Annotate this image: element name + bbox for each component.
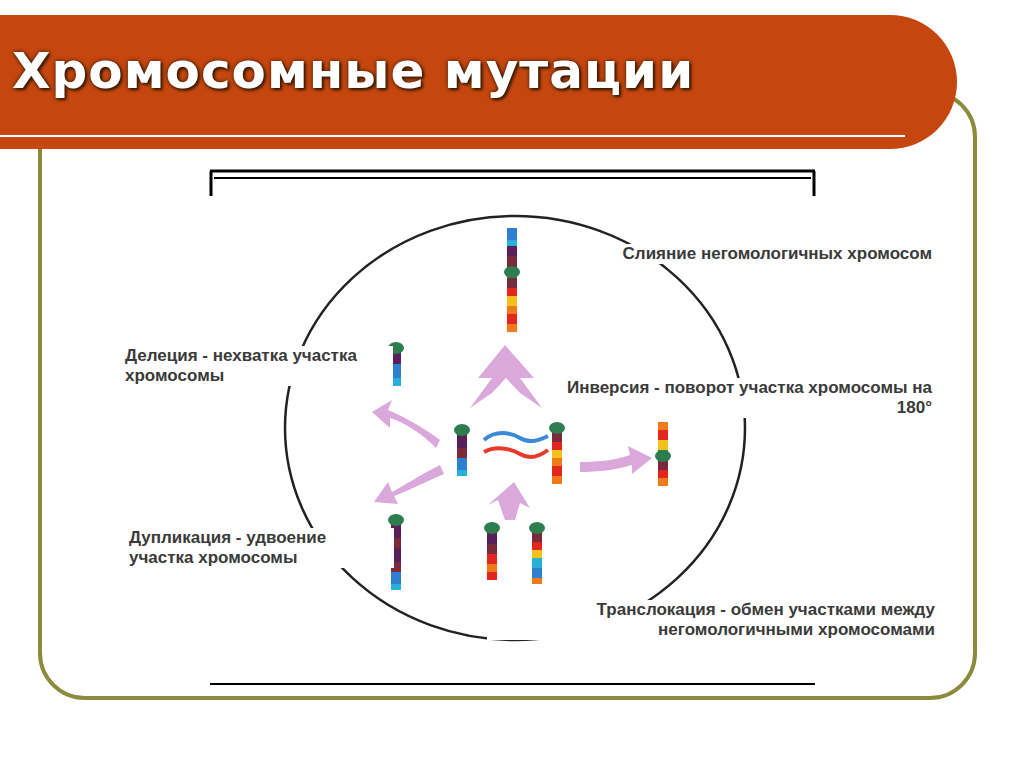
chromosome-band: [487, 544, 497, 554]
chromosome-band: [532, 542, 542, 550]
mutation-label: Делеция - нехватка участка хромосомы: [122, 346, 393, 386]
chromosome-band: [507, 306, 517, 314]
chromosome-band: [391, 584, 401, 590]
chromosome-band: [658, 470, 668, 478]
centromere: [655, 450, 671, 462]
mutation-label: Слияние негомологичных хромосом: [579, 244, 935, 264]
chromosome-band: [552, 476, 562, 484]
chromosome-band: [507, 240, 517, 246]
frame-line: [813, 171, 816, 196]
arrow-duplication: [374, 465, 444, 504]
chromosome-band: [487, 564, 497, 572]
mutation-label: Инверсия - поворот участка хромосомы на …: [561, 378, 935, 418]
chromosome-band: [658, 478, 668, 486]
chromosome-band: [552, 458, 562, 466]
chromosome-band: [457, 448, 467, 458]
chromosome-band: [507, 246, 517, 256]
mutation-label: Дупликация - удвоение участка хромосомы: [126, 528, 394, 568]
chromosome-band: [552, 442, 562, 450]
chromosome-band: [507, 278, 517, 288]
exchange-symbol: [484, 448, 548, 457]
chromosome-band: [391, 572, 401, 584]
centromere: [454, 424, 470, 436]
chromosome-band: [552, 450, 562, 458]
centromere: [388, 514, 404, 526]
chromosome-band: [658, 440, 668, 450]
chromosome-band: [532, 568, 542, 578]
chromosome-band: [532, 550, 542, 558]
arrow-inversion: [580, 446, 652, 474]
arrow-deletion: [372, 400, 440, 448]
exchange-symbol: [484, 433, 548, 441]
arrows: [372, 345, 652, 520]
cell-circle: [285, 216, 745, 640]
centromere: [484, 522, 500, 534]
frame-line: [210, 683, 815, 685]
chromosome-band: [507, 314, 517, 324]
centromere: [549, 422, 565, 434]
chromosome-band: [457, 458, 467, 470]
chromosome-band: [658, 430, 668, 440]
centromere: [529, 522, 545, 534]
slide-title: Хромосомные мутации: [12, 42, 694, 100]
chromosome-band: [487, 572, 497, 580]
arrow-up: [470, 345, 542, 408]
frame-line: [210, 170, 815, 173]
frame-line: [214, 177, 811, 179]
chromosome-band: [552, 466, 562, 476]
frame-line: [210, 171, 213, 196]
arrow-translocation: [488, 482, 530, 520]
chromosome-band: [658, 422, 668, 430]
chromosome-band: [487, 554, 497, 564]
centromere: [504, 266, 520, 278]
chromosome-band: [457, 434, 467, 448]
chromosome-band: [507, 324, 517, 332]
title-bar: [0, 15, 957, 149]
slide-frame: [40, 92, 975, 698]
chromosome-band: [507, 288, 517, 296]
chromosome-band: [507, 296, 517, 306]
chromosome-band: [457, 470, 467, 476]
chromosome-band: [532, 578, 542, 584]
chromosome-band: [532, 558, 542, 568]
chromosome-band: [507, 228, 517, 240]
title-rule: [0, 135, 905, 137]
mutation-label: Транслокация - обмен участками между нег…: [487, 600, 938, 640]
